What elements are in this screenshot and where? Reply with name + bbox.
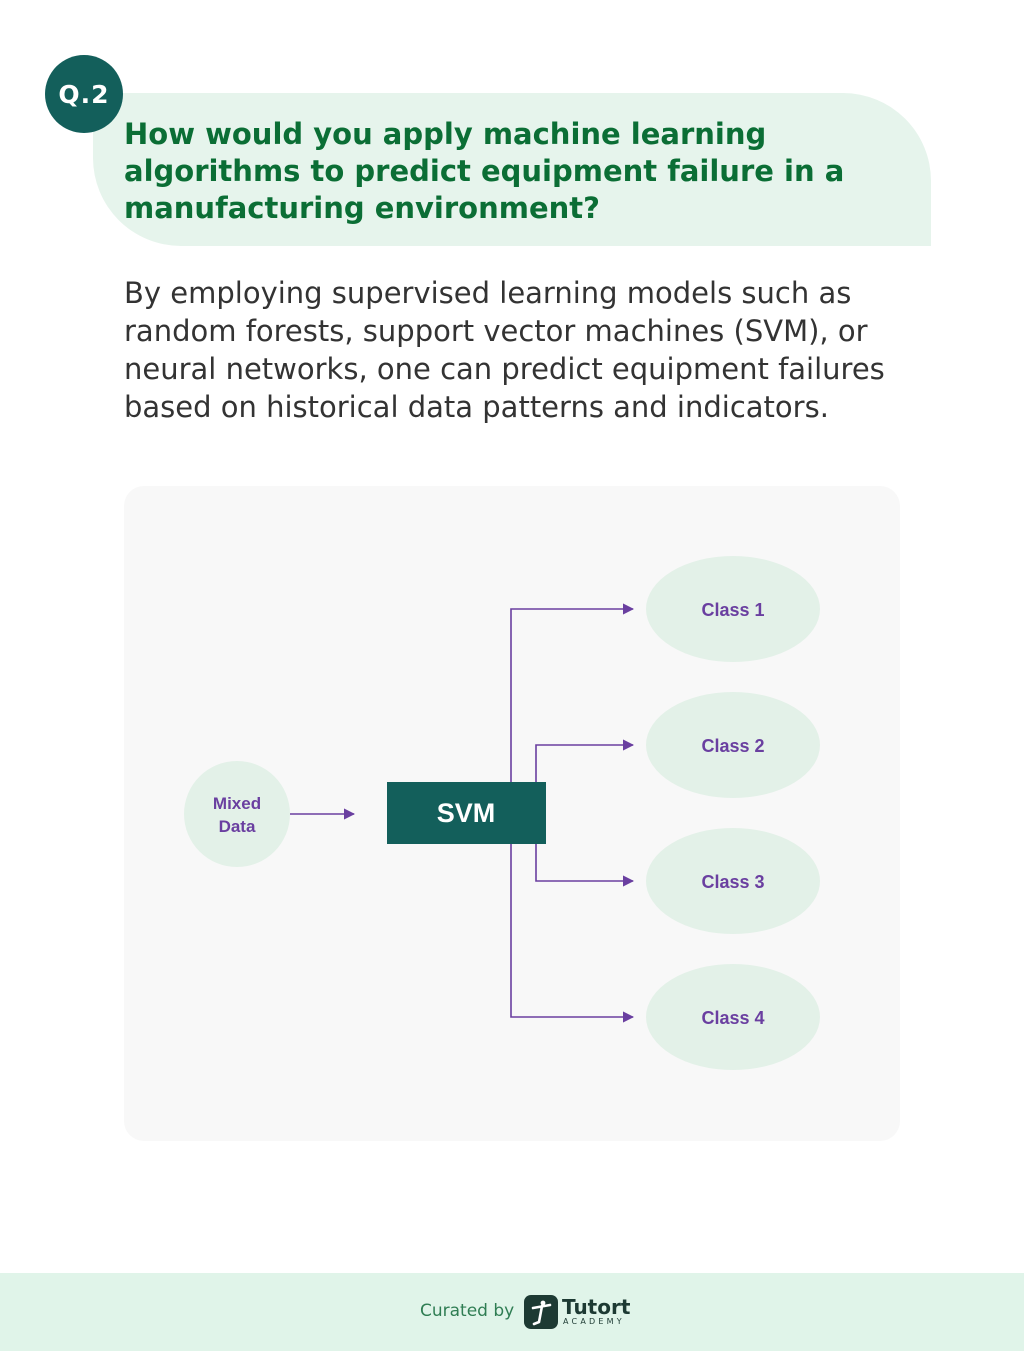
footer (0, 1273, 1024, 1351)
curated-by-label: Curated by (420, 1301, 515, 1321)
class-3-label: Class 3 (701, 872, 764, 892)
input-label-line-1: Mixed (213, 794, 261, 813)
tutort-logo-icon (524, 1295, 558, 1329)
diagram-panel: Mixed Data SVM Class 1 Class 2 Class 3 C… (124, 486, 900, 1141)
class-4-node (646, 964, 820, 1070)
connector-class-1 (510, 603, 635, 782)
class-4-label: Class 4 (701, 1008, 764, 1028)
class-1-label: Class 1 (701, 600, 764, 620)
answer-text: By employing supervised learning models … (124, 276, 885, 424)
svm-model-label: SVM (437, 798, 496, 828)
svm-model-node (387, 782, 546, 844)
svm-diagram: Mixed Data SVM Class 1 Class 2 Class 3 C… (184, 556, 820, 1070)
connector-class-2 (535, 739, 635, 782)
class-2-label: Class 2 (701, 736, 764, 756)
connector-class-3 (535, 844, 635, 887)
input-label-line-2: Data (219, 817, 256, 836)
input-node (184, 761, 290, 867)
tutort-brand-subtitle: ACADEMY (563, 1317, 625, 1326)
connector-class-4 (510, 844, 635, 1023)
class-2-node (646, 692, 820, 798)
question-number-badge: Q.2 (45, 55, 123, 133)
question-card (93, 93, 931, 246)
tutort-brand-name: Tutort (562, 1295, 631, 1319)
class-3-node (646, 828, 820, 934)
question-text: How would you apply machine learning alg… (124, 117, 845, 225)
class-1-node (646, 556, 820, 662)
